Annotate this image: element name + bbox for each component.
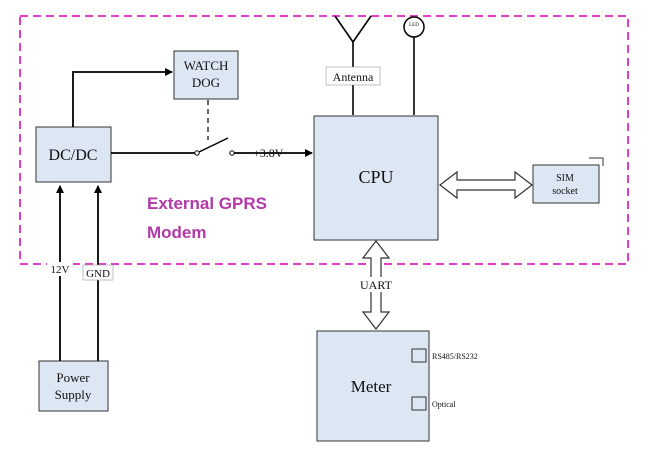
dcdc-to-watchdog-arrow (72, 68, 173, 127)
cpu-block (313, 115, 439, 241)
optical-port (411, 396, 427, 411)
power-switch-icon (194, 137, 235, 156)
modem-label-line2: Modem (147, 223, 207, 242)
dcdc-label: DC/DC (49, 147, 98, 164)
sim-socket-block (532, 157, 604, 204)
voltage-label: +3.8V (253, 146, 284, 160)
cpu-label: CPU (358, 167, 393, 187)
meter-block (316, 330, 430, 442)
power-supply-block (38, 360, 109, 412)
antenna-icon (334, 15, 372, 115)
uart-label: UART (360, 278, 393, 292)
watchdog-label-line1: WATCH (184, 58, 229, 73)
12v-label-bg (47, 262, 73, 276)
meter-label: Meter (351, 377, 392, 396)
optical-label: Optical (432, 400, 456, 409)
modem-label-line1: External GPRS (147, 194, 267, 213)
antenna-label-box (325, 66, 381, 86)
sim-label-line1: SIM (556, 173, 574, 184)
watchdog-label-line2: DOG (192, 75, 220, 90)
led-label: LED (409, 23, 419, 28)
led-icon (403, 16, 425, 115)
12v-label: 12V (51, 264, 70, 276)
cpu-sim-double-arrow (439, 170, 533, 200)
power-supply-label-line2: Supply (55, 387, 92, 402)
watchdog-block (173, 50, 239, 100)
uart-label-bg (354, 277, 398, 292)
sim-label-line2: socket (552, 186, 578, 197)
rs485-port (411, 348, 427, 363)
gnd-label-box (82, 264, 114, 281)
gnd-label: GND (86, 268, 110, 280)
rs485-label: RS485/RS232 (432, 352, 478, 361)
power-supply-label-line1: Power (56, 370, 90, 385)
modem-boundary (19, 15, 629, 265)
antenna-label: Antenna (333, 70, 374, 84)
